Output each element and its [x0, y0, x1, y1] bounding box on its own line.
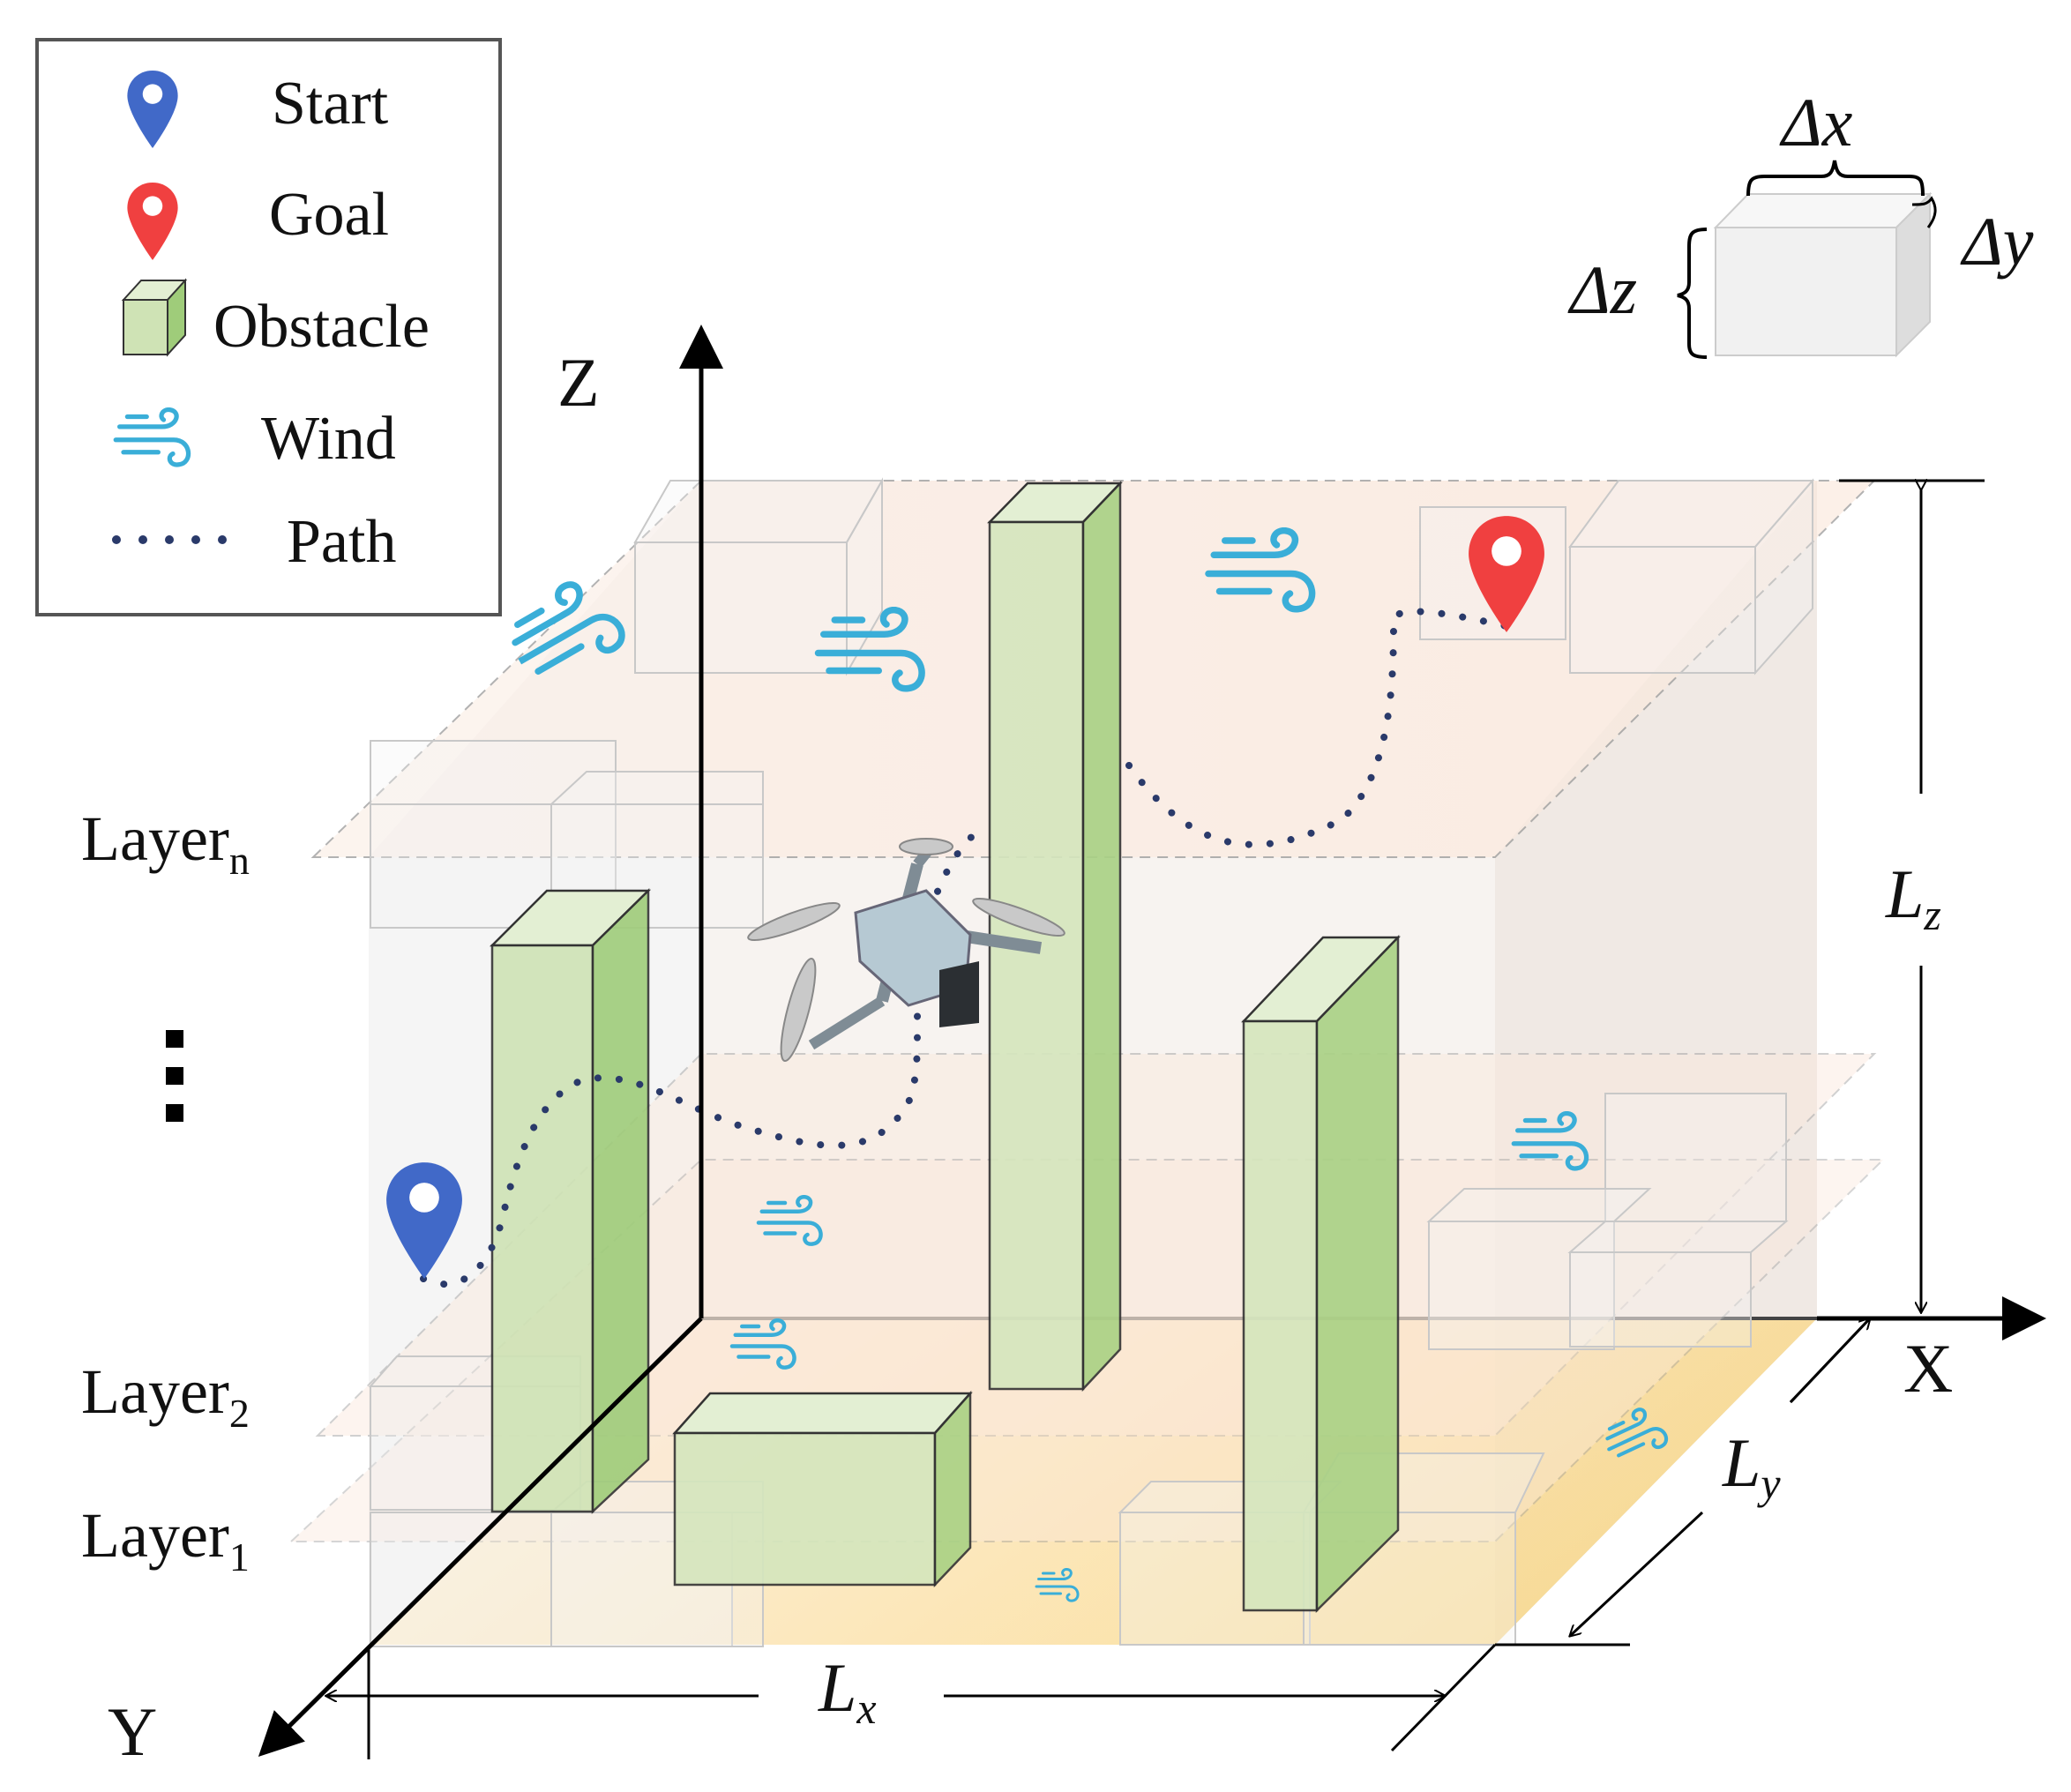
obstacle-right: [1241, 934, 1401, 1613]
svg-text:Lz: Lz: [1885, 855, 1941, 939]
drone-image: [747, 838, 1065, 1063]
x-axis-label: X: [1903, 1330, 1953, 1407]
flight-path: [420, 608, 1510, 1288]
legend: Start Goal Obstacle Wind Path: [35, 38, 502, 616]
delta-y-label: Δy: [1960, 203, 2034, 280]
cell-inset: Δx Δy Δz: [1567, 84, 2034, 359]
axes: Z X Y: [108, 325, 2046, 1770]
layer-n-label: Layern: [81, 803, 250, 883]
obstacles: [489, 480, 1401, 1613]
grid-cells: [368, 477, 1815, 1647]
layer-labels: Layern Layer2 Layer1: [81, 803, 250, 1579]
obstacle-left: [489, 888, 652, 1514]
obstacle-center: [987, 480, 1123, 1393]
delta-x-label: Δx: [1779, 84, 1853, 161]
legend-obstacle-label: Obstacle: [213, 293, 430, 361]
vertical-ellipsis: [166, 1030, 183, 1122]
z-axis-label: Z: [557, 344, 600, 421]
dimension-lines: [326, 481, 1985, 1759]
ly-label: L: [1722, 1424, 1761, 1501]
obstacle-low: [672, 1390, 973, 1588]
y-axis: [258, 1317, 703, 1758]
legend-box: [35, 38, 502, 616]
green-box-icon: [121, 278, 188, 357]
y-axis-label: Y: [108, 1693, 157, 1770]
layer-2-label: Layer2: [81, 1356, 250, 1436]
svg-text:Lx: Lx: [818, 1649, 877, 1733]
lz-label: L: [1885, 855, 1924, 932]
svg-text:Ly: Ly: [1722, 1424, 1781, 1508]
legend-start-label: Start: [272, 70, 389, 138]
legend-path-label: Path: [287, 508, 396, 576]
legend-wind-label: Wind: [261, 405, 396, 473]
layer-1-label: Layer1: [81, 1500, 250, 1579]
delta-z-label: Δz: [1567, 251, 1637, 328]
lx-label: L: [818, 1649, 856, 1726]
dotted-path-icon: [112, 535, 227, 544]
legend-goal-label: Goal: [269, 181, 389, 249]
